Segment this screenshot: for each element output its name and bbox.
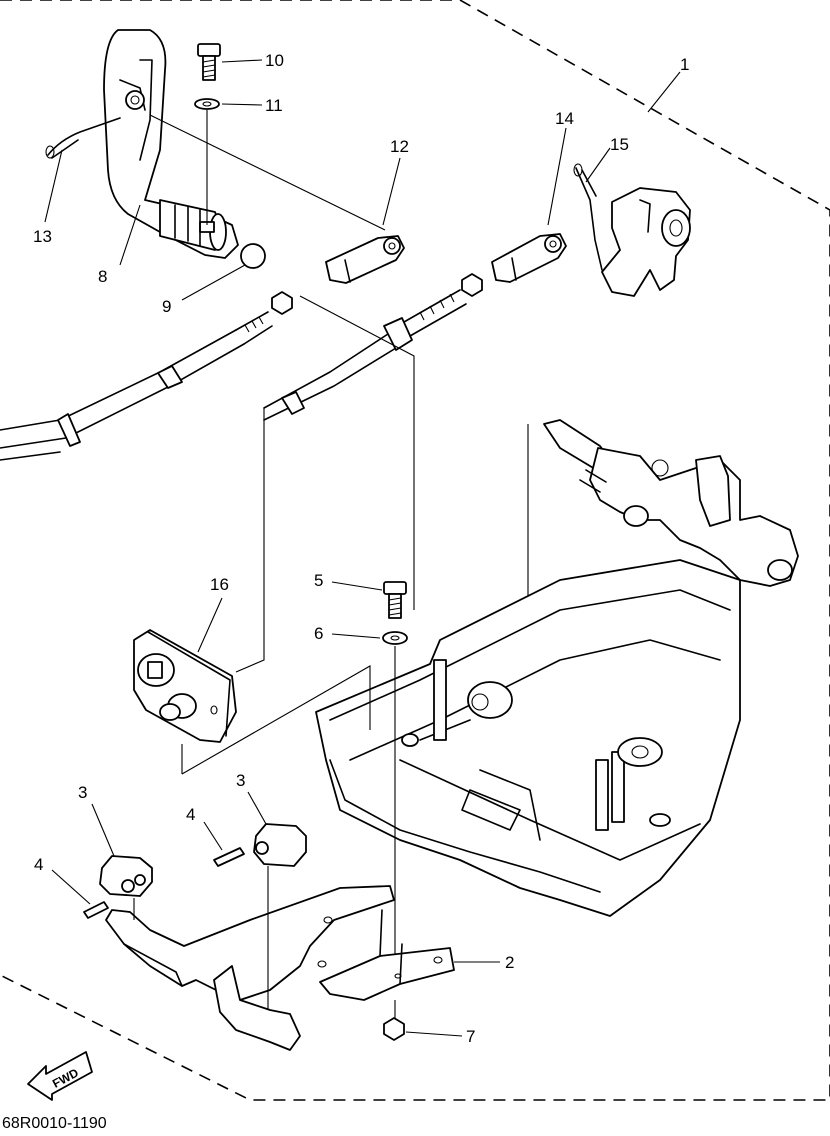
callout-14: 14 [555,109,574,128]
leader-8 [119,204,141,266]
callout-4a: 4 [34,855,43,874]
cable-nut-b [461,273,483,297]
bottom-cowling [315,559,741,917]
leader-15 [585,147,611,183]
engine-shaft-assembly [543,419,799,587]
callout-10: 10 [265,51,284,70]
shift-cable [0,289,467,461]
axis-lever-12 [149,114,386,231]
pin-4-left [83,901,109,919]
guide-line-b [235,408,265,673]
assembly-boundary [0,0,830,1101]
leader-3a [91,803,115,857]
callout-16: 16 [210,575,229,594]
leader-4b [203,821,223,851]
leader-13 [44,149,63,223]
callout-11: 11 [265,96,283,115]
leader-5 [331,581,383,591]
washer-6 [382,631,408,645]
callout-8: 8 [98,267,107,286]
nut-7 [383,1017,405,1041]
switch-panel-16 [133,629,237,743]
callout-2: 2 [505,953,514,972]
shift-lever-bracket [601,187,691,297]
leader-9 [181,264,246,301]
bolt-10 [197,43,221,81]
callout-4b: 4 [186,805,195,824]
callout-9: 9 [162,297,171,316]
reference-code: 68R0010-1190 [2,1115,107,1131]
leader-16 [197,597,223,653]
guide-line-16 [181,665,371,775]
cable-end-14 [491,233,567,283]
fwd-direction-badge: FWD [27,1051,93,1101]
leader-7 [405,1031,463,1037]
washer-11 [194,98,220,110]
callout-1: 1 [680,55,689,74]
o-ring-9 [240,243,266,269]
leader-1 [647,71,681,113]
cable-end-12 [325,235,405,284]
control-lever-8 [103,29,239,259]
callout-5: 5 [314,571,323,590]
callout-3b: 3 [236,771,245,790]
callout-7: 7 [466,1027,475,1046]
callout-3a: 3 [78,783,87,802]
leader-14 [547,127,567,226]
clamp-3-left [99,855,153,897]
guide-line-a [299,295,415,610]
leader-6 [331,633,381,639]
clip-13 [45,117,121,159]
callout-12: 12 [390,137,409,156]
bracket-2 [319,909,455,1001]
clip-15 [573,163,603,271]
callout-13: 13 [33,227,52,246]
callout-6: 6 [314,624,323,643]
leader-10 [221,59,263,63]
throttle-cable [0,311,273,449]
leader-11 [221,103,263,106]
bolt-5 [383,581,407,619]
callout-15: 15 [610,135,629,154]
clamp-3-right [253,823,307,867]
pin-4-right [213,847,245,867]
cable-nut-a [271,291,293,315]
leader-4a [51,869,91,905]
leader-12 [382,157,401,226]
mounting-plate [105,885,395,1051]
leader-3b [247,791,267,825]
